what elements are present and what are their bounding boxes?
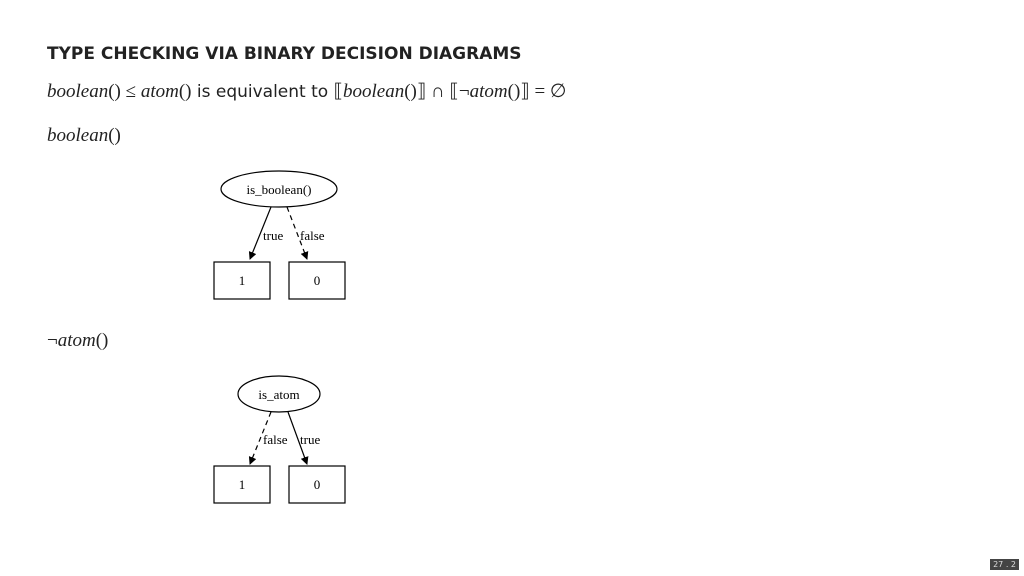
false-edge-label: false [300,228,325,243]
leaf-zero-label: 0 [314,477,321,492]
leaf-node-zero [288,261,346,300]
false-edge-label: false [263,432,288,447]
false-edge [248,411,272,465]
leaf-node-zero [288,465,346,504]
leaf-node-one [213,261,271,300]
decision-node [220,170,338,208]
decision-node [237,375,321,413]
leaf-zero-label: 0 [314,273,321,288]
label-suffix: () [95,330,109,351]
formula-bracket-close-2: ()⟧ [507,81,530,102]
leaf-node-one [213,465,271,504]
section-label-not-atom: ¬atom() [47,330,108,352]
label-fn: atom [57,330,96,351]
true-edge [287,411,309,465]
leaf-one-label: 1 [239,273,246,288]
decision-node-label: is_boolean() [247,182,312,197]
label-fn: boolean [47,125,109,146]
formula-boolean: boolean [47,81,109,102]
label-suffix: () [108,125,121,146]
label-prefix: ¬ [47,330,58,351]
formula-equals-empty: = ∅ [529,81,567,102]
formula-bracket-open-neg: ⟦¬ [449,81,470,102]
formula-connector: is equivalent to [191,82,334,102]
decision-node-label: is_atom [258,387,299,402]
formula-parens: () [178,81,192,102]
true-edge-label: true [300,432,320,447]
formula-atom: atom [140,81,179,102]
bdd-not-atom: is_atom false true 1 0 [213,375,346,504]
formula-intersection: ∩ [426,81,450,102]
bdd-boolean: is_boolean() true false 1 0 [213,170,346,300]
formula-parens: () [108,81,121,102]
equivalence-formula: boolean() ≤ atom() is equivalent to ⟦boo… [47,80,566,103]
formula-atom-2: atom [469,81,508,102]
formula-bracket-open: ⟦ [333,81,343,102]
formula-boolean-2: boolean [343,81,405,102]
section-label-boolean: boolean() [47,125,121,147]
formula-bracket-close: ()⟧ [404,81,427,102]
page-number: 27 . 2 [990,559,1019,570]
true-edge [248,206,272,260]
slide-title: TYPE CHECKING VIA BINARY DECISION DIAGRA… [47,44,522,64]
false-edge [286,206,309,260]
leaf-one-label: 1 [239,477,246,492]
formula-leq: ≤ [120,81,141,102]
true-edge-label: true [263,228,283,243]
